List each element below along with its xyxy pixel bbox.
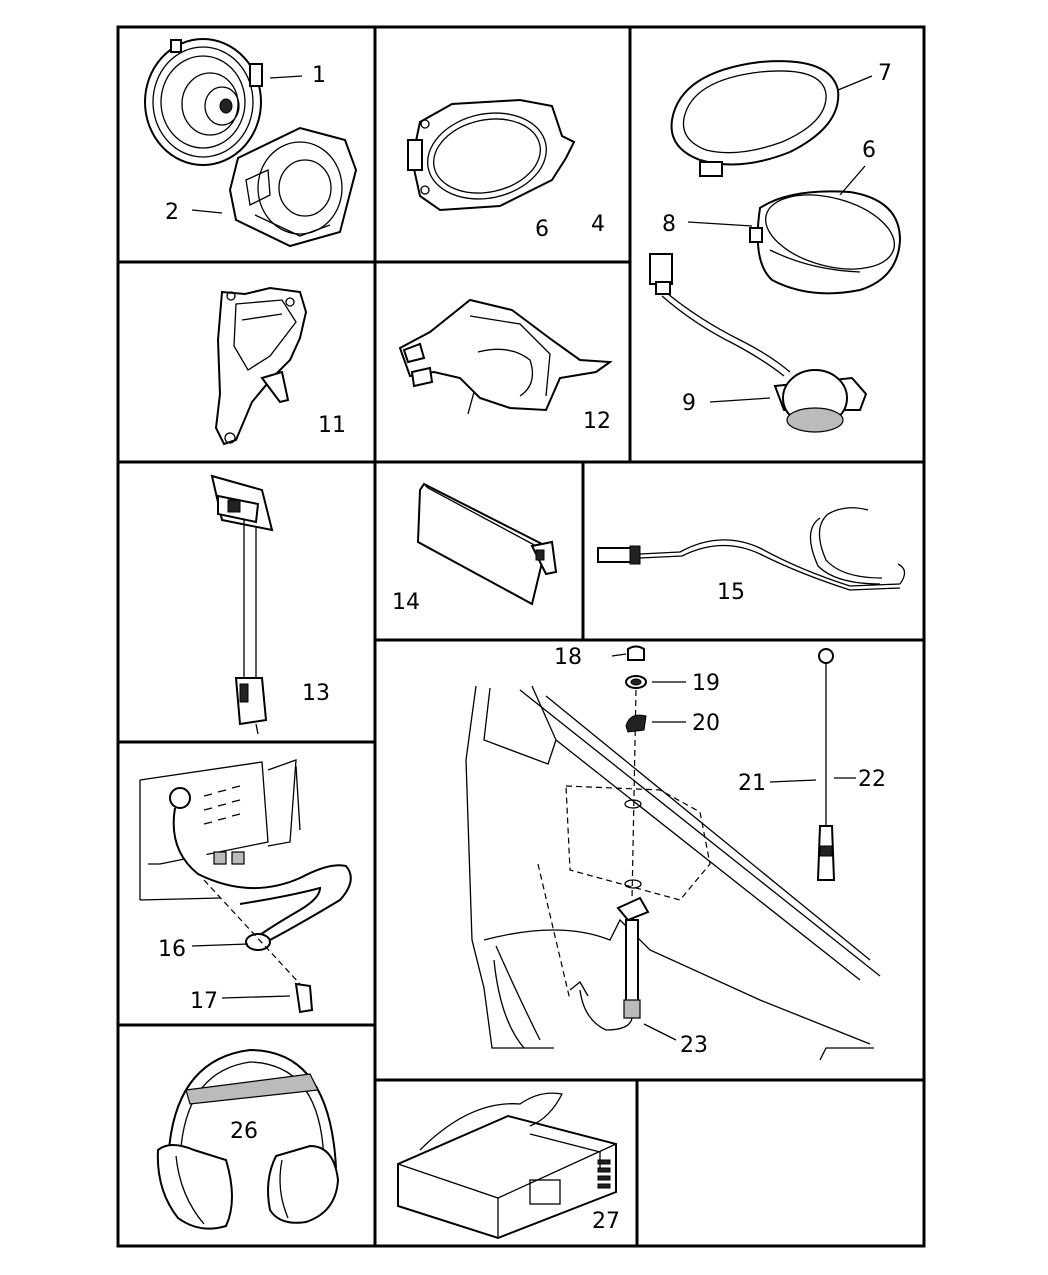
speaker-grille-part-7: [670, 60, 840, 177]
speaker-bracket-part-6: [407, 98, 576, 212]
label-14: 14: [392, 590, 420, 615]
label-26: 26: [230, 1119, 258, 1144]
label-19: 19: [692, 671, 720, 696]
bracket-part-11: [214, 286, 308, 446]
bracket-part-12: [398, 298, 613, 415]
bracket-wire-part-13: [210, 474, 274, 735]
label-6-right: 6: [862, 138, 876, 163]
label-18: 18: [554, 645, 582, 670]
module-part-14: [416, 482, 558, 606]
radio-module-part-27: [397, 1092, 617, 1240]
label-7: 7: [878, 61, 892, 86]
label-20: 20: [692, 711, 720, 736]
speaker-adapter-part-2: [228, 126, 358, 248]
label-2: 2: [165, 200, 179, 225]
label-12: 12: [583, 409, 611, 434]
label-11: 11: [318, 413, 346, 438]
fender-antenna-assembly: [465, 645, 881, 1061]
label-9: 9: [682, 391, 696, 416]
label-8: 8: [662, 212, 676, 237]
label-27: 27: [592, 1209, 620, 1234]
headphones-part-26: [156, 1048, 340, 1230]
label-15: 15: [717, 580, 745, 605]
speaker-oval-part-6-8: [749, 190, 902, 295]
tweeter-harness-part-9: [649, 253, 868, 433]
label-16: 16: [158, 937, 186, 962]
label-6-left: 6: [535, 217, 549, 242]
label-23: 23: [680, 1033, 708, 1058]
speaker-round-part-1: [144, 38, 263, 166]
label-21: 21: [738, 771, 766, 796]
label-17: 17: [190, 989, 218, 1014]
label-4: 4: [591, 212, 605, 237]
antenna-mast-part-21-22: [816, 648, 836, 881]
cable-part-15: [597, 507, 906, 591]
label-1: 1: [312, 63, 326, 88]
ground-strap-part-16-17: [139, 759, 352, 1014]
label-22: 22: [858, 767, 886, 792]
panel-grid: [116, 25, 926, 1248]
label-13: 13: [302, 681, 330, 706]
